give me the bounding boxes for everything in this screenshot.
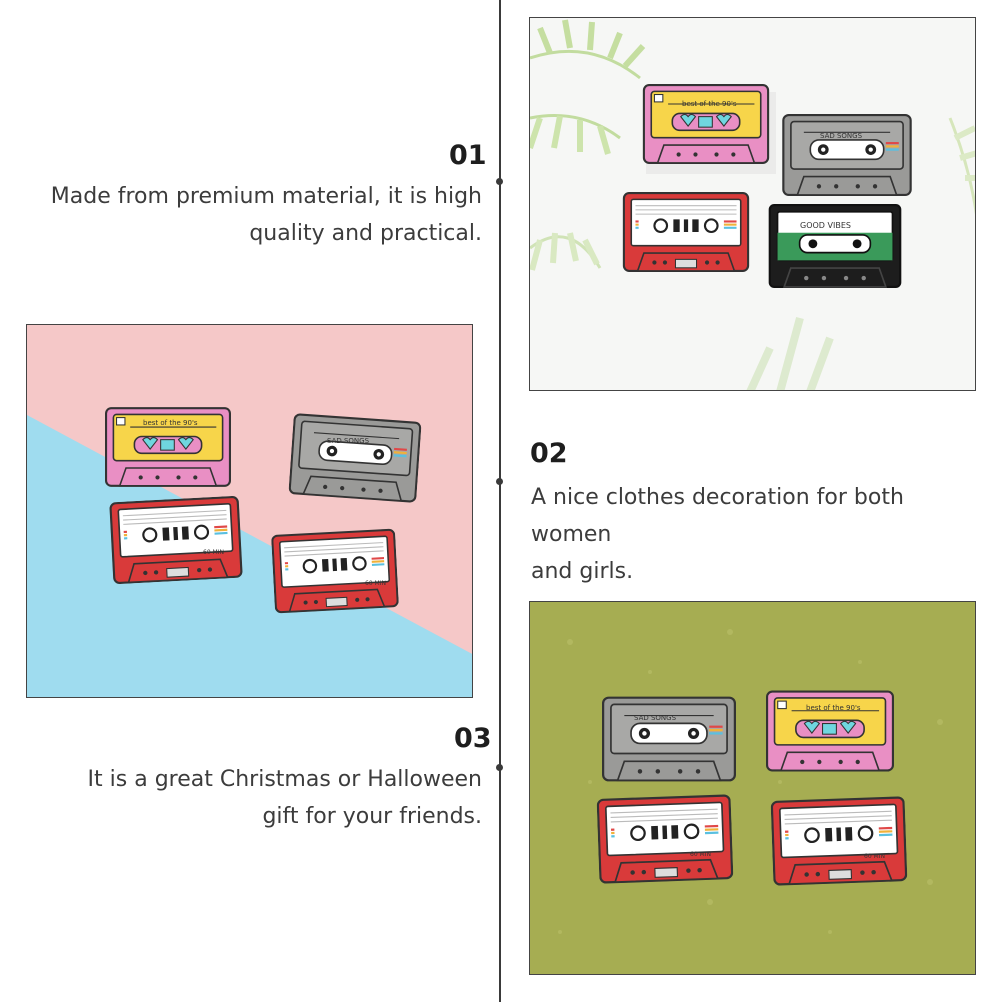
pin-text-pink-2: best of the 90's bbox=[143, 419, 198, 427]
timeline-dot-2 bbox=[496, 478, 503, 485]
pin-text-gray-3: SAD SONGS bbox=[634, 714, 677, 722]
pin-text-red-3a: 60 MIN bbox=[690, 851, 711, 858]
section-text-2-line2: and girls. bbox=[531, 559, 634, 584]
pin-text-red-2a: 60 MIN bbox=[203, 549, 224, 556]
section-text-3-line2: gift for your friends. bbox=[262, 804, 482, 829]
palm-leaf-decoration bbox=[530, 19, 975, 390]
timeline-dot-1 bbox=[496, 178, 503, 185]
product-photo-pink-blue: best of the 90's SAD SONGS 60 MIN 60 MIN bbox=[26, 324, 473, 698]
pin-text-red-3b: 60 MIN bbox=[864, 853, 885, 860]
pin-text-red-2b: 60 MIN bbox=[365, 580, 386, 587]
section-text-1: Made from premium material, it is high q… bbox=[12, 178, 482, 252]
section-text-3: It is a great Christmas or Halloween gif… bbox=[12, 761, 482, 835]
pin-text-gray: SAD SONGS bbox=[820, 132, 863, 140]
pin-text-pink: best of the 90's bbox=[682, 100, 737, 108]
section-number-1: 01 bbox=[449, 140, 487, 171]
section-text-2-line1: A nice clothes decoration for both women bbox=[531, 485, 904, 547]
section-text-1-line2: quality and practical. bbox=[249, 221, 482, 246]
section-text-3-line1: It is a great Christmas or Halloween bbox=[87, 767, 482, 792]
section-text-1-line1: Made from premium material, it is high bbox=[50, 184, 482, 209]
timeline-line bbox=[499, 0, 501, 1002]
section-text-2: A nice clothes decoration for both women… bbox=[531, 479, 991, 590]
pin-text-green: GOOD VIBES bbox=[800, 221, 851, 230]
pin-text-gray-2: SAD SONGS bbox=[327, 437, 370, 445]
product-photo-white: best of the 90's SAD SONGS GOOD VIBES bbox=[529, 17, 976, 391]
timeline-dot-3 bbox=[496, 764, 503, 771]
pin-text-pink-3: best of the 90's bbox=[806, 704, 861, 712]
product-photo-green: SAD SONGS best of the 90's 60 MIN 60 MIN bbox=[529, 601, 976, 975]
section-number-3: 03 bbox=[454, 723, 492, 754]
section-number-2: 02 bbox=[530, 438, 568, 469]
